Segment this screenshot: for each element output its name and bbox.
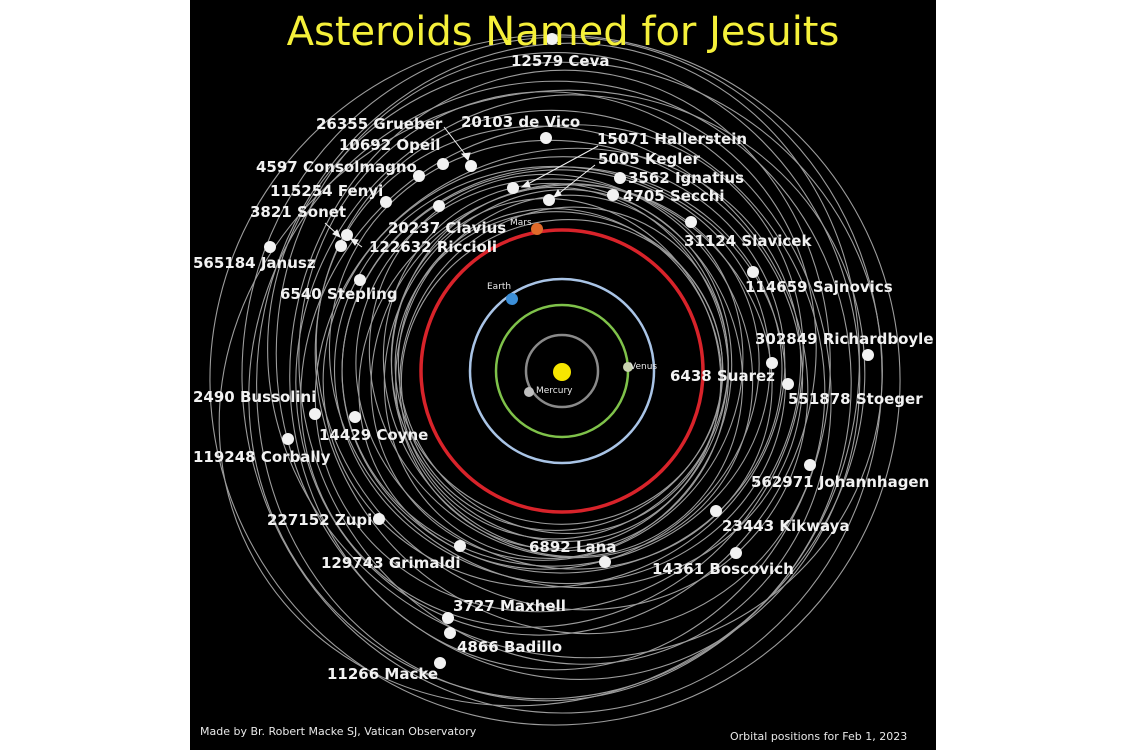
asteroid-label: 14361 Boscovich	[652, 560, 794, 578]
asteroid-label: 562971 Johannhagen	[751, 473, 930, 491]
planet-label-mars: Mars	[510, 218, 532, 228]
planet-label-mercury: Mercury	[536, 386, 573, 396]
asteroid-label: 14429 Coyne	[319, 426, 429, 444]
asteroid-label: 119248 Corbally	[193, 448, 331, 466]
earth-orbit	[468, 277, 656, 465]
asteroid-label: 10692 Opeil	[339, 136, 441, 154]
planet-label-earth: Earth	[487, 282, 512, 292]
asteroid-label: 3562 Ignatius	[628, 169, 745, 187]
asteroid-label: 114659 Sajnovics	[745, 278, 893, 296]
asteroid-label: 20103 de Vico	[461, 113, 581, 131]
mercury-orbit	[524, 333, 600, 409]
mars-planet	[531, 223, 543, 235]
asteroid-orbits	[209, 34, 901, 726]
date-text: Orbital positions for Feb 1, 2023	[730, 730, 908, 743]
earth-planet	[506, 293, 518, 305]
sun-icon	[553, 363, 571, 381]
asteroid-label: 3821 Sonet	[250, 203, 347, 221]
asteroid-label: 20237 Clavius	[388, 219, 507, 237]
mars-orbit	[419, 228, 705, 514]
solar-system-diagram: Asteroids Named for Jesuits Mercury Venu…	[190, 0, 936, 750]
asteroid-label: 5005 Kegler	[598, 150, 700, 168]
asteroid-label: 565184 Janusz	[193, 254, 316, 272]
asteroid-markers	[264, 33, 874, 669]
asteroid-label: 26355 Grueber	[316, 115, 443, 133]
asteroid-label: 4705 Secchi	[623, 187, 725, 205]
asteroid-label: 31124 Slavicek	[684, 232, 812, 250]
asteroid-label: 302849 Richardboyle	[755, 330, 934, 348]
asteroid-label: 6438 Suarez	[670, 367, 775, 385]
planet-label-venus: Venus	[630, 362, 658, 372]
asteroid-label: 12579 Ceva	[511, 52, 610, 70]
asteroid-label: 2490 Bussolini	[193, 388, 317, 406]
orbit-diagram-graphic	[209, 33, 901, 726]
asteroid-label: 115254 Fenyi	[270, 182, 384, 200]
asteroid-label: 23443 Kikwaya	[722, 517, 850, 535]
asteroid-label: 227152 Zupi	[267, 511, 373, 529]
asteroid-label: 129743 Grimaldi	[321, 554, 461, 572]
venus-planet	[623, 362, 633, 372]
asteroid-label: 4866 Badillo	[457, 638, 562, 656]
asteroid-label: 15071 Hallerstein	[597, 130, 748, 148]
asteroid-label: 3727 Maxhell	[453, 597, 566, 615]
mercury-planet	[524, 387, 534, 397]
credit-text: Made by Br. Robert Macke SJ, Vatican Obs…	[200, 725, 477, 738]
asteroid-label: 551878 Stoeger	[788, 390, 923, 408]
asteroid-label: 11266 Macke	[327, 665, 439, 683]
asteroid-label: 6540 Stepling	[280, 285, 398, 303]
asteroid-label: 4597 Consolmagno	[256, 158, 417, 176]
chart-title: Asteroids Named for Jesuits	[286, 9, 840, 55]
asteroid-label: 122632 Riccioli	[369, 238, 498, 256]
pointer-arrows	[324, 126, 599, 248]
asteroid-label: 6892 Lana	[529, 538, 617, 556]
